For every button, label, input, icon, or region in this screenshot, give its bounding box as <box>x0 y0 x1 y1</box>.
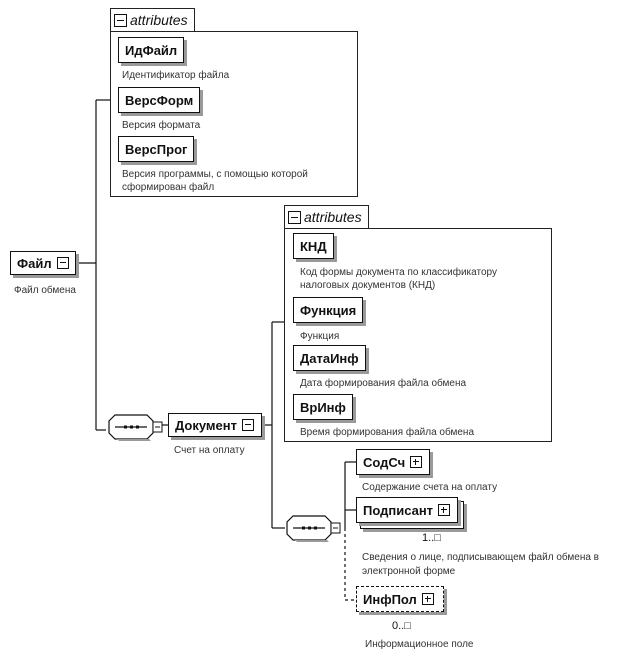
attribute-node-versprog[interactable]: ВерсПрог <box>118 136 195 162</box>
child-element-sodsch[interactable]: СодСч <box>356 449 430 475</box>
element-name: Документ <box>175 417 237 433</box>
attribute-description: Функция <box>300 331 340 342</box>
child-element-infpol[interactable]: ИнфПол <box>356 586 444 612</box>
element-description: Содержание счета на оплату <box>362 482 498 493</box>
attribute-description: налоговых документов (КНД) <box>300 280 436 291</box>
root-element-node[interactable]: Файл <box>10 251 76 275</box>
collapse-icon[interactable] <box>114 13 127 27</box>
attribute-description: Дата формирования файла обмена <box>300 378 467 389</box>
attribute-name: КНД <box>300 238 327 254</box>
attribute-name: ДатаИнф <box>300 350 359 366</box>
expand-icon[interactable] <box>438 504 451 516</box>
attribute-node-datainf[interactable]: ДатаИнф <box>293 345 366 371</box>
document-attributes-tab[interactable]: attributes <box>284 205 369 228</box>
element-description: Сведения о лице, подписывающем файл обме… <box>362 552 599 563</box>
collapse-icon[interactable] <box>288 210 301 224</box>
element-description: Счет на оплату <box>174 445 245 456</box>
sequence-compositor-icon[interactable] <box>283 512 341 544</box>
element-description: Информационное поле <box>365 639 474 650</box>
collapse-icon[interactable] <box>242 419 254 431</box>
attribute-name: ИдФайл <box>125 42 178 58</box>
root-attributes-tab[interactable]: attributes <box>110 8 195 31</box>
sequence-compositor-icon[interactable] <box>105 411 163 443</box>
expand-icon[interactable] <box>410 456 423 468</box>
attribute-description: Идентификатор файла <box>122 70 230 81</box>
attribute-name: ВерсФорм <box>125 92 194 108</box>
attribute-description: сформирован файл <box>122 182 215 193</box>
attribute-description: Версия программы, с помощью которой <box>122 169 308 180</box>
root-attributes-tab-label: attributes <box>130 12 188 28</box>
document-element-node[interactable]: Документ <box>168 413 262 437</box>
attribute-name: Функция <box>300 302 357 318</box>
attribute-description: Время формирования файла обмена <box>300 427 474 438</box>
multiplicity-label: 0..□ <box>392 620 411 632</box>
attribute-node-knd[interactable]: КНД <box>293 233 334 259</box>
child-element-podpisant[interactable]: Подписант <box>356 497 458 523</box>
attribute-name: ВрИнф <box>300 399 346 415</box>
attribute-node-function[interactable]: Функция <box>293 297 364 323</box>
attribute-description: Версия формата <box>122 120 201 131</box>
expand-icon[interactable] <box>421 593 434 605</box>
element-name: Подписант <box>363 502 434 518</box>
collapse-icon[interactable] <box>56 257 69 269</box>
attribute-node-idfile[interactable]: ИдФайл <box>118 37 185 63</box>
element-name: Файл <box>17 255 52 271</box>
attribute-description: Код формы документа по классификатору <box>300 267 497 278</box>
attribute-name: ВерсПрог <box>125 141 188 157</box>
multiplicity-label: 1..□ <box>422 532 441 544</box>
element-name: СодСч <box>363 454 406 470</box>
attribute-node-vrinf[interactable]: ВрИнф <box>293 394 353 420</box>
element-name: ИнфПол <box>363 591 417 607</box>
document-attributes-tab-label: attributes <box>304 209 362 225</box>
element-description: Файл обмена <box>14 285 76 296</box>
element-description: электронной форме <box>362 566 456 577</box>
attribute-node-versform[interactable]: ВерсФорм <box>118 87 201 113</box>
